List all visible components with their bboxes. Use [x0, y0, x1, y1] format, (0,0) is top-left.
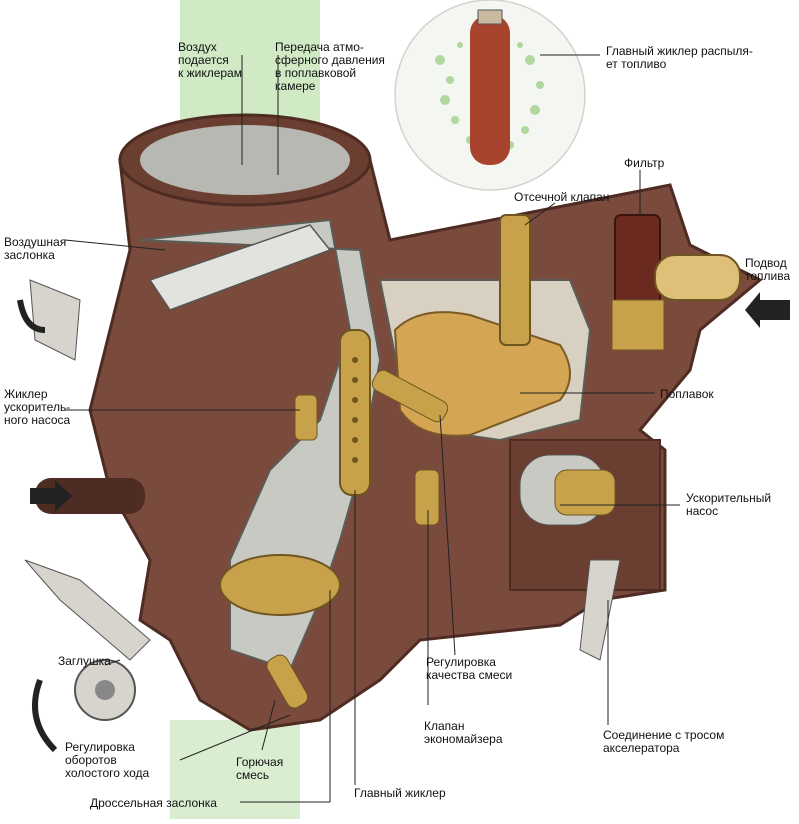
- mixture-screw: [371, 369, 449, 423]
- fuel-supply-arrow: [745, 292, 790, 328]
- label-main-jet-spray: Главный жиклер распыля- ет топливо: [606, 44, 753, 71]
- main-jet-tube-inset: [470, 15, 510, 165]
- label-mixture-quality: Регулировка качества смеси: [426, 655, 513, 682]
- economizer-valve: [414, 469, 440, 526]
- leader-lines: [64, 54, 680, 803]
- main-jet-holes: [352, 357, 358, 463]
- throttle-cable-lever: [579, 559, 621, 661]
- air-inlet-arrow: [30, 480, 72, 512]
- main-jet-cap-inset: [477, 9, 503, 25]
- main-jet-tube: [339, 329, 371, 496]
- label-atm-pressure: Передача атмо- сферного давления в попла…: [275, 40, 385, 93]
- accel-pump-jet: [294, 394, 318, 441]
- air-horn-opening: [140, 125, 350, 195]
- shutoff-valve: [499, 214, 531, 346]
- throttle-motion-arrow: [32, 678, 58, 753]
- damper-lever: [29, 279, 81, 361]
- label-air-to-jets: Воздух подается к жиклерам: [178, 40, 242, 80]
- label-filter: Фильтр: [624, 156, 665, 170]
- accel-pump-plunger: [554, 469, 616, 516]
- air-inlet-pipe: [35, 478, 145, 514]
- label-air-damper: Воздушная заслонка: [4, 235, 67, 262]
- filter-housing: [611, 299, 665, 351]
- label-accel-pump: Ускорительный насос: [686, 491, 772, 518]
- label-accel-pump-jet: Жиклер ускоритель- ного насоса: [4, 387, 71, 427]
- label-shutoff-valve: Отсечной клапан: [514, 190, 610, 204]
- throttle-plate: [219, 554, 341, 616]
- label-plug: Заглушка: [58, 654, 111, 668]
- plug-center: [95, 680, 115, 700]
- label-fuel-supply: Подвод топлива: [745, 256, 791, 283]
- throttle-lever: [24, 559, 151, 661]
- main-jet-inset-droplets: [435, 42, 544, 149]
- label-throttle-valve: Дроссельная заслонка: [90, 796, 217, 810]
- label-throttle-cable: Соединение с тросом акселератора: [603, 728, 725, 755]
- label-float: Поплавок: [660, 387, 714, 401]
- label-main-jet: Главный жиклер: [354, 786, 446, 800]
- air-damper-plate: [148, 224, 332, 311]
- label-combustible-mix: Горючая смесь: [236, 755, 284, 782]
- label-econ-valve: Клапан экономайзера: [424, 719, 503, 746]
- fuel-supply-pipe: [654, 254, 741, 301]
- idle-adjust-screw: [266, 654, 309, 709]
- damper-motion-arrow: [17, 299, 46, 333]
- label-idle-adjust: Регулировка оборотов холостого хода: [65, 740, 150, 780]
